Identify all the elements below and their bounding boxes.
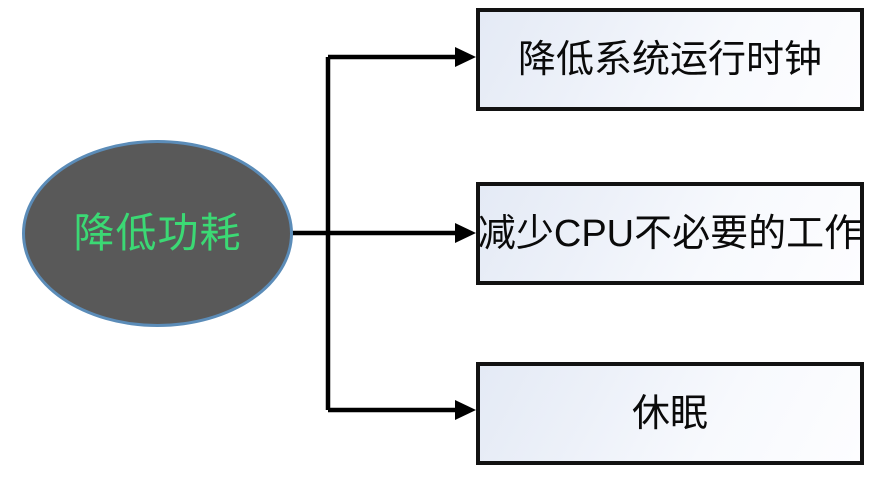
arrowhead-icon-2 <box>455 223 476 243</box>
arrowhead-icon-1 <box>455 47 476 67</box>
leaf-node-lower-clock[interactable]: 降低系统运行时钟 <box>476 8 864 111</box>
leaf-node-label: 休眠 <box>631 392 708 435</box>
root-node-reduce-power[interactable]: 降低功耗 <box>22 140 293 327</box>
leaf-node-reduce-cpu-work[interactable]: 减少CPU不必要的工作 <box>476 182 864 285</box>
arrowhead-icon-3 <box>455 400 476 420</box>
leaf-node-sleep[interactable]: 休眠 <box>476 362 864 465</box>
leaf-node-label: 降低系统运行时钟 <box>517 38 822 81</box>
leaf-node-label: 减少CPU不必要的工作 <box>477 212 863 255</box>
root-node-label: 降低功耗 <box>73 210 242 256</box>
